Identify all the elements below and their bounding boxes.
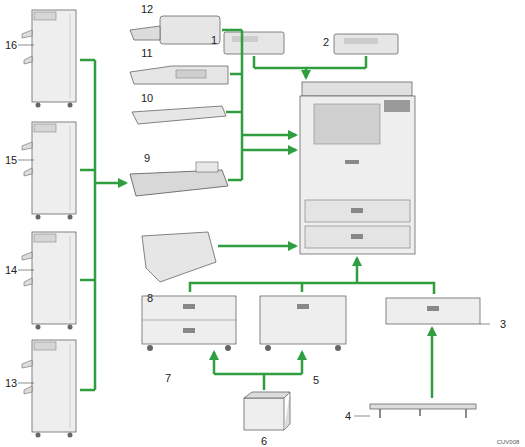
callout-number: 5 <box>313 375 319 386</box>
finisher <box>22 340 76 438</box>
connection-arrow <box>305 68 308 78</box>
feeder-body <box>224 32 284 54</box>
stand-legs <box>380 409 466 418</box>
feeder-body <box>334 34 398 54</box>
callout-number: 13 <box>5 378 17 389</box>
finisher <box>22 232 76 330</box>
unit-top <box>244 392 290 430</box>
copier-scanner <box>302 82 412 96</box>
unit-slot <box>176 70 206 78</box>
caster <box>147 345 153 351</box>
connection-arrow <box>95 182 126 185</box>
unit-divider <box>142 320 236 321</box>
connection-arrow <box>301 352 304 374</box>
callout-number: 9 <box>144 153 150 164</box>
callout-number: 8 <box>147 293 153 304</box>
connection-line <box>254 56 366 68</box>
feeder-tray <box>344 38 378 44</box>
callout-number: 7 <box>165 373 171 384</box>
drawer-handle <box>183 304 195 309</box>
drawer-handle <box>427 306 439 311</box>
connection-line <box>222 30 242 180</box>
connection-line <box>80 30 434 398</box>
feeder-tray <box>232 36 258 42</box>
paper-drawer <box>305 200 410 222</box>
connection-arrow <box>431 328 434 398</box>
copier-body <box>300 96 415 254</box>
caster <box>225 345 231 351</box>
leader-line <box>18 45 490 416</box>
paper-drawer <box>305 226 410 248</box>
tray-body <box>132 106 226 124</box>
callout-number: 16 <box>5 40 17 51</box>
callout-number: 4 <box>345 411 351 422</box>
caster <box>335 345 341 351</box>
bridge-unit <box>130 162 228 196</box>
bridge-top <box>196 162 218 172</box>
stand-top <box>370 404 476 409</box>
caster <box>265 345 271 351</box>
finisher-unit <box>130 66 228 84</box>
large-capacity-tray <box>260 296 346 351</box>
callout-number: 1 <box>211 35 217 46</box>
unit-tray <box>130 26 160 40</box>
unit-body <box>130 66 228 84</box>
connection-arrow <box>242 149 296 152</box>
internal-tray <box>142 232 216 282</box>
tray-body <box>142 232 216 282</box>
connection-arrow <box>213 352 216 374</box>
finisher-unit <box>130 16 220 44</box>
connection-line <box>214 374 302 390</box>
connection-line <box>190 283 434 294</box>
leader-line <box>18 45 490 416</box>
connection-arrow <box>242 134 296 137</box>
document-feeder <box>334 34 398 54</box>
drawer-handle <box>351 208 363 213</box>
callout-number: 14 <box>5 265 17 276</box>
callout-number: 3 <box>500 319 506 330</box>
callout-number: 2 <box>323 37 329 48</box>
figure-code: CUV008 <box>497 439 520 445</box>
control-panel <box>384 100 410 112</box>
paper-feed-unit <box>142 296 236 351</box>
callout-number: 15 <box>5 155 17 166</box>
unit-body <box>386 298 480 324</box>
callout-number: 11 <box>141 48 152 59</box>
connection-line <box>80 60 95 390</box>
drawer-handle <box>297 304 309 309</box>
paper-tray-unit <box>386 298 480 324</box>
heater-unit <box>244 392 290 430</box>
callout-number: 6 <box>261 436 267 447</box>
connection-arrow <box>356 258 359 283</box>
document-feeder <box>224 32 284 54</box>
output-tray <box>132 106 226 124</box>
drawer-handle <box>351 234 363 239</box>
drawer-handle <box>183 328 195 333</box>
finisher <box>22 122 76 220</box>
finisher <box>22 10 76 108</box>
unit-body <box>244 398 284 430</box>
callout-number: 12 <box>141 4 153 15</box>
bridge-body <box>130 170 228 196</box>
callout-number: 10 <box>141 93 153 104</box>
unit-body <box>260 296 346 344</box>
output-bay <box>314 104 380 144</box>
connection-arrow <box>218 245 296 248</box>
front-mark <box>345 160 359 164</box>
finisher <box>22 10 76 438</box>
stand <box>370 404 476 418</box>
unit-body <box>142 296 236 344</box>
copier <box>300 82 415 254</box>
